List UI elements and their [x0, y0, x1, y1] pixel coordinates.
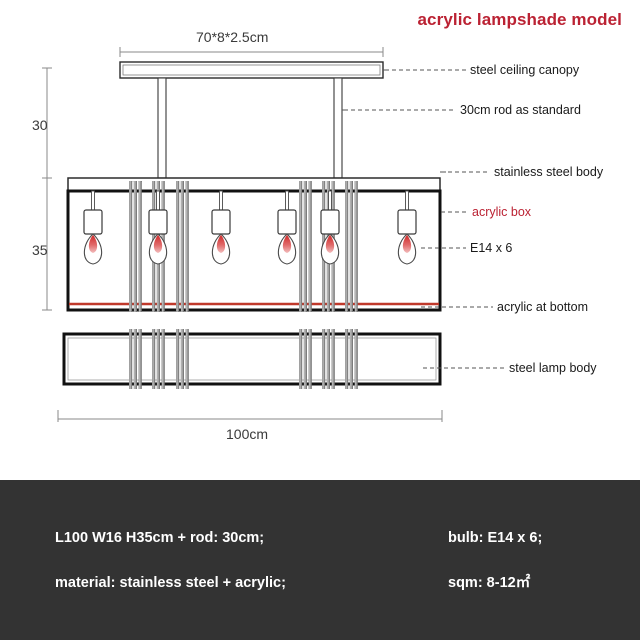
spec-sqm: sqm: 8-12㎡	[448, 575, 531, 591]
annotation-steel-lamp-body: steel lamp body	[509, 361, 597, 375]
rod-cluster-lower-left-1	[129, 329, 142, 389]
stainless-steel-body-shape	[67, 177, 441, 192]
dimension-canopy: 70*8*2.5cm	[196, 29, 269, 45]
bulb-5	[320, 190, 340, 265]
leader-connectors	[342, 69, 446, 173]
width-dimension-line	[57, 410, 443, 422]
bulb-6	[397, 190, 417, 265]
annotation-e14-x-6: E14 x 6	[470, 241, 513, 255]
annotation-rod-standard: 30cm rod as standard	[460, 103, 581, 117]
rod-cluster-lower-left-2	[152, 329, 165, 389]
dimension-body-height: 35	[32, 242, 48, 258]
suspension-rods	[157, 77, 343, 179]
leader-lines	[344, 69, 505, 369]
bulb-2	[148, 190, 168, 265]
rod-cluster-right-1	[299, 181, 312, 312]
annotation-steel-ceiling-canopy: steel ceiling canopy	[470, 63, 580, 77]
acrylic-box-shape	[66, 189, 442, 312]
page-title: acrylic lampshade model	[417, 10, 622, 29]
steel-ceiling-canopy-shape	[119, 61, 384, 79]
spec-material: material: stainless steel + acrylic;	[55, 575, 286, 591]
rod-cluster-lower-right-1	[299, 329, 312, 389]
dimension-total-width: 100cm	[226, 426, 269, 442]
dimension-rod-height: 30	[32, 117, 48, 133]
rod-cluster-left-1	[129, 181, 142, 312]
rod-cluster-lower-left-3	[176, 329, 189, 389]
canopy-dimension-line	[119, 47, 384, 57]
specification-bar	[0, 480, 640, 640]
spec-size: L100 W16 H35cm + rod: 30cm;	[55, 530, 265, 546]
height-dimension-line	[42, 67, 52, 311]
steel-lamp-body-shape	[62, 332, 442, 386]
bulb-3	[211, 190, 231, 265]
bulb-4	[277, 190, 297, 265]
bulb-1	[83, 190, 103, 265]
annotation-stainless-steel-body: stainless steel body	[494, 165, 604, 179]
annotation-acrylic-box: acrylic box	[472, 205, 532, 219]
spec-bulb: bulb: E14 x 6;	[448, 530, 543, 546]
rod-cluster-lower-right-2	[322, 329, 335, 389]
rod-cluster-left-3	[176, 181, 189, 312]
rod-cluster-right-3	[345, 181, 358, 312]
rod-cluster-lower-right-3	[345, 329, 358, 389]
annotation-acrylic-at-bottom: acrylic at bottom	[497, 300, 589, 314]
